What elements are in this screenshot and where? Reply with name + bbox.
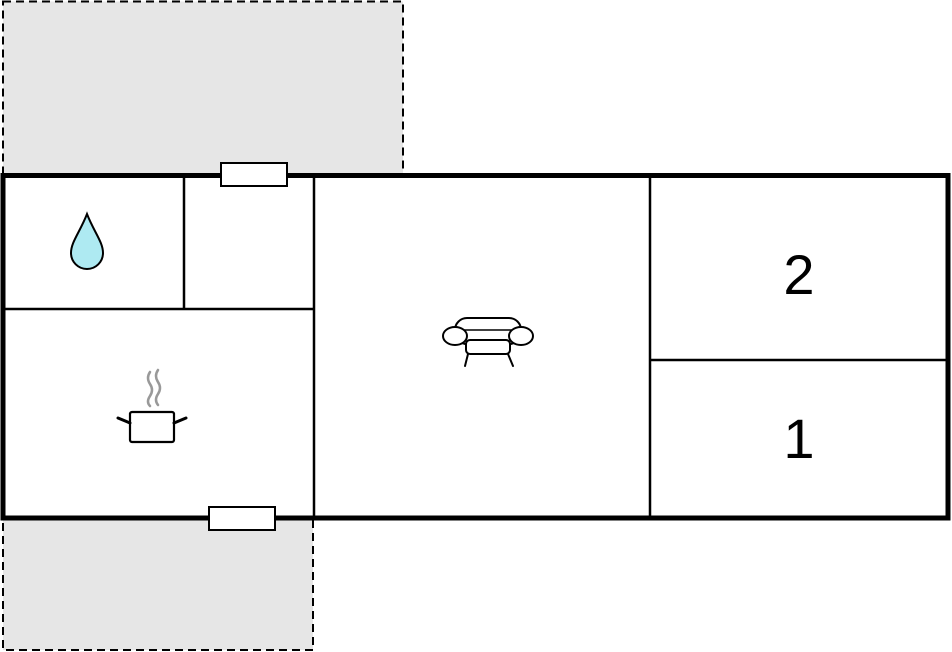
- door-top: [220, 162, 288, 187]
- interior-walls: [5, 176, 946, 518]
- cooking-pot-icon: [116, 368, 188, 444]
- steam-icon: [146, 368, 162, 408]
- terrace-top: [2, 0, 404, 177]
- bedroom-2-label: 2: [783, 243, 814, 306]
- terrace-bottom: [2, 517, 314, 651]
- bedroom-1-label: 1: [783, 407, 814, 470]
- door-bottom: [208, 506, 276, 531]
- sofa-icon: [442, 317, 534, 367]
- water-drop-icon: [69, 211, 105, 270]
